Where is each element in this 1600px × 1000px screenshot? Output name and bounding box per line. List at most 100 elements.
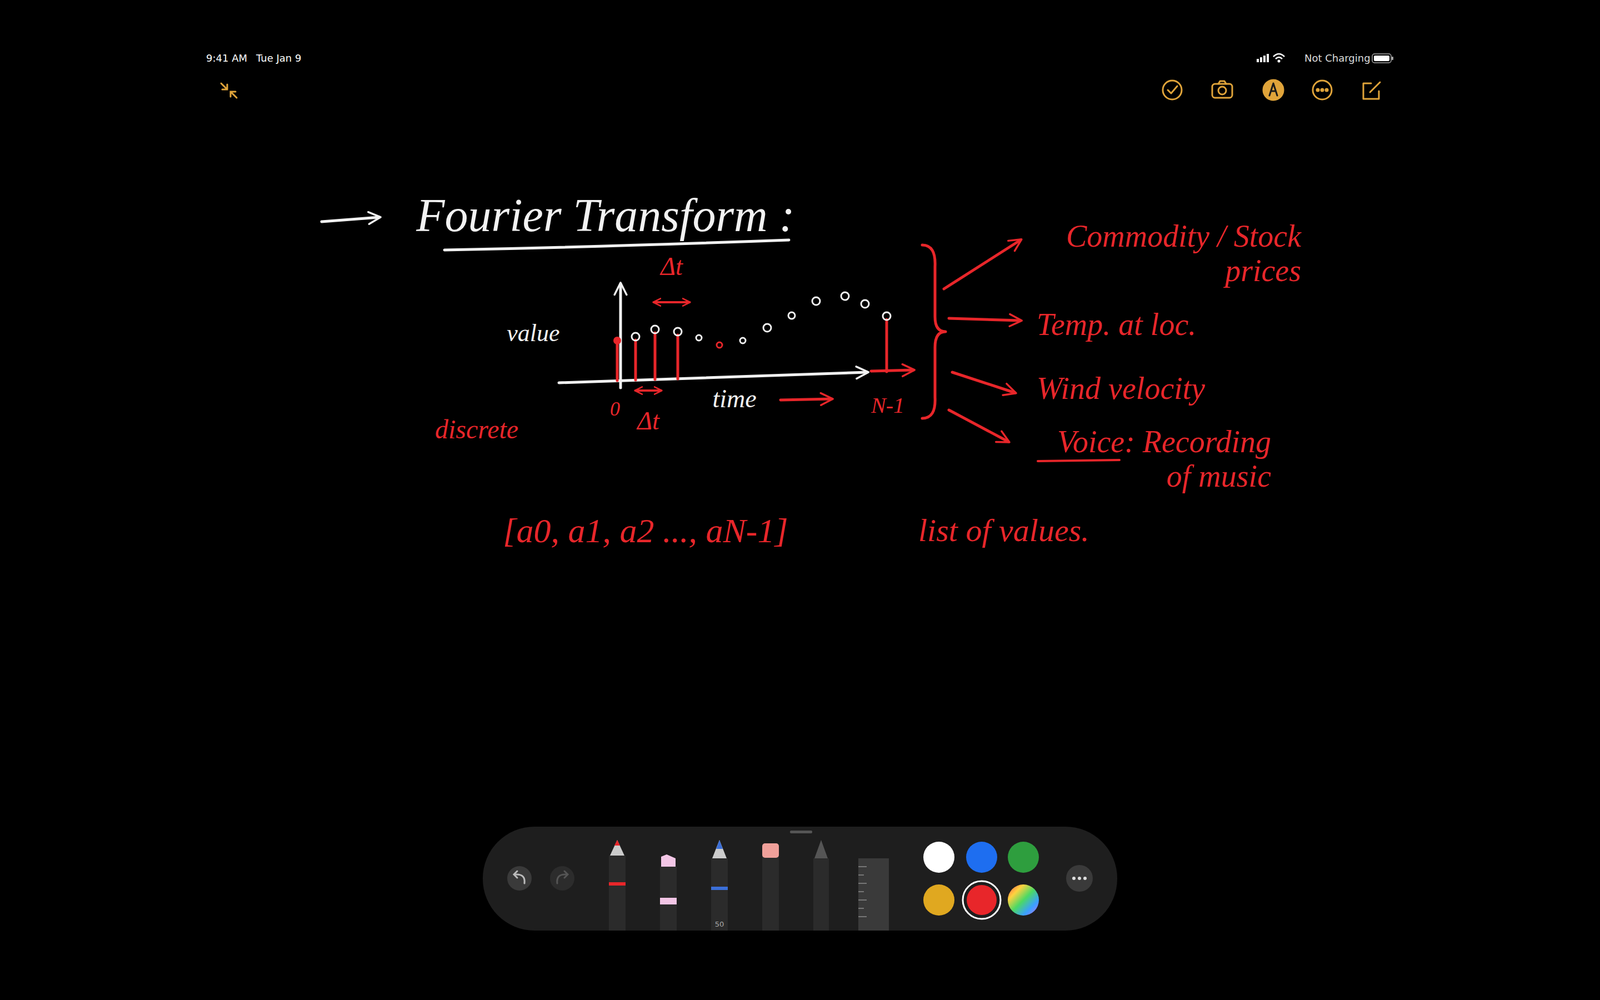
example-item: Wind velocity — [1036, 371, 1205, 407]
note: list of values. — [918, 512, 1090, 549]
camera-icon — [1212, 83, 1233, 98]
example-item: Voice: Recording of music — [1026, 425, 1272, 494]
x-axis — [558, 372, 868, 383]
sample-dot — [673, 327, 682, 336]
battery-outline — [1372, 53, 1392, 63]
axis-tick: 0 — [610, 398, 620, 421]
example-item: Commodity / Stock prices — [1034, 219, 1302, 288]
status-date: Tue Jan 9 — [256, 52, 302, 64]
battery-status: Not Charging — [1304, 52, 1371, 64]
ruler-tool — [858, 858, 889, 931]
wifi-icon — [1273, 53, 1285, 59]
lasso-tip — [814, 840, 828, 859]
redo-icon — [557, 871, 568, 884]
moon-icon — [1290, 53, 1298, 63]
sample-dot — [763, 323, 772, 332]
pen-tool — [711, 858, 728, 931]
sample-dot — [812, 297, 820, 305]
sample-stem — [634, 340, 638, 380]
example-arrow — [943, 240, 1021, 289]
markup-icon — [1263, 80, 1284, 100]
more-dot — [1321, 88, 1324, 92]
undo-icon — [513, 871, 525, 884]
check-mark — [1167, 86, 1178, 94]
camera-top — [1218, 81, 1227, 84]
redo-button — [550, 866, 575, 891]
more-dot — [1325, 88, 1328, 92]
color-swatch — [923, 884, 955, 916]
ruler-ticks — [858, 866, 867, 917]
color-swatch — [923, 841, 955, 873]
sample-dot — [788, 312, 795, 319]
interval-label: Δt — [660, 252, 683, 282]
undo-button — [507, 866, 532, 891]
interval-arrow — [653, 301, 690, 304]
signal-plot — [558, 283, 914, 400]
more-icon — [1312, 80, 1332, 100]
pen-tool — [608, 855, 626, 931]
battery-cap — [1391, 56, 1394, 60]
title: Fourier Transform : — [416, 190, 795, 242]
axis-extension-arrow — [871, 370, 914, 372]
camera-lens — [1218, 86, 1227, 95]
color-picker — [1007, 884, 1039, 916]
color-swatch — [966, 841, 998, 873]
more-button — [1066, 865, 1093, 892]
sample-stem — [885, 319, 889, 372]
lasso-tool — [813, 858, 829, 931]
curly-brace — [922, 245, 946, 419]
sample-dot — [631, 332, 640, 341]
toolbar-panel — [482, 826, 1118, 931]
collapse-arrow — [221, 83, 228, 90]
example-arrow — [952, 372, 1015, 393]
battery-level — [1373, 55, 1390, 62]
sample-dot — [716, 342, 723, 348]
more-dot — [1077, 876, 1082, 880]
compose-pencil — [1370, 82, 1380, 93]
more-dot — [1083, 876, 1087, 880]
pen-toolbar — [482, 826, 1118, 931]
collapse-arrow — [230, 91, 237, 98]
pen-tip — [610, 840, 625, 856]
highlighter-band — [660, 897, 677, 905]
toolbar-handle — [790, 830, 813, 834]
pen-band — [711, 886, 728, 890]
checklist-icon — [1162, 80, 1182, 100]
more-dot — [1072, 876, 1076, 880]
example-item: Temp. at loc. — [1036, 307, 1197, 343]
highlighter-tool — [660, 866, 677, 931]
sample-stem — [653, 332, 657, 380]
interval-arrow — [635, 389, 662, 392]
top-toolbar — [1162, 80, 1380, 100]
axis-label: value — [506, 320, 560, 347]
sample-dot — [740, 337, 746, 344]
sample-dot — [613, 336, 622, 345]
selected-ring — [962, 881, 1001, 919]
example-arrow — [948, 410, 1009, 442]
pointer-arrow — [321, 217, 380, 222]
interval-label: Δt — [637, 407, 660, 436]
sample-stem — [616, 340, 619, 381]
pen-size: 50 — [715, 920, 725, 929]
sample-stem — [676, 335, 680, 379]
sample-dot — [882, 312, 891, 320]
side-note: discrete — [435, 415, 519, 445]
sample-dot — [696, 335, 702, 341]
word-underline — [1037, 460, 1120, 462]
markup-pen — [1269, 83, 1278, 96]
sample-dot — [651, 325, 659, 334]
sequence-notation: [a0, a1, a2 ..., aN-1] — [502, 511, 788, 550]
signal-bar — [1260, 57, 1263, 63]
color-swatch — [1007, 841, 1039, 873]
sample-dot — [841, 292, 849, 300]
pen-tip-color — [716, 840, 723, 849]
highlighter-tip — [661, 854, 676, 867]
title-underline — [444, 240, 789, 250]
axis-tick: N-1 — [871, 393, 905, 418]
status-time: 9:41 AM — [206, 52, 248, 64]
time-arrow — [780, 398, 832, 400]
signal-bar — [1263, 55, 1266, 63]
pen-band — [608, 882, 626, 886]
